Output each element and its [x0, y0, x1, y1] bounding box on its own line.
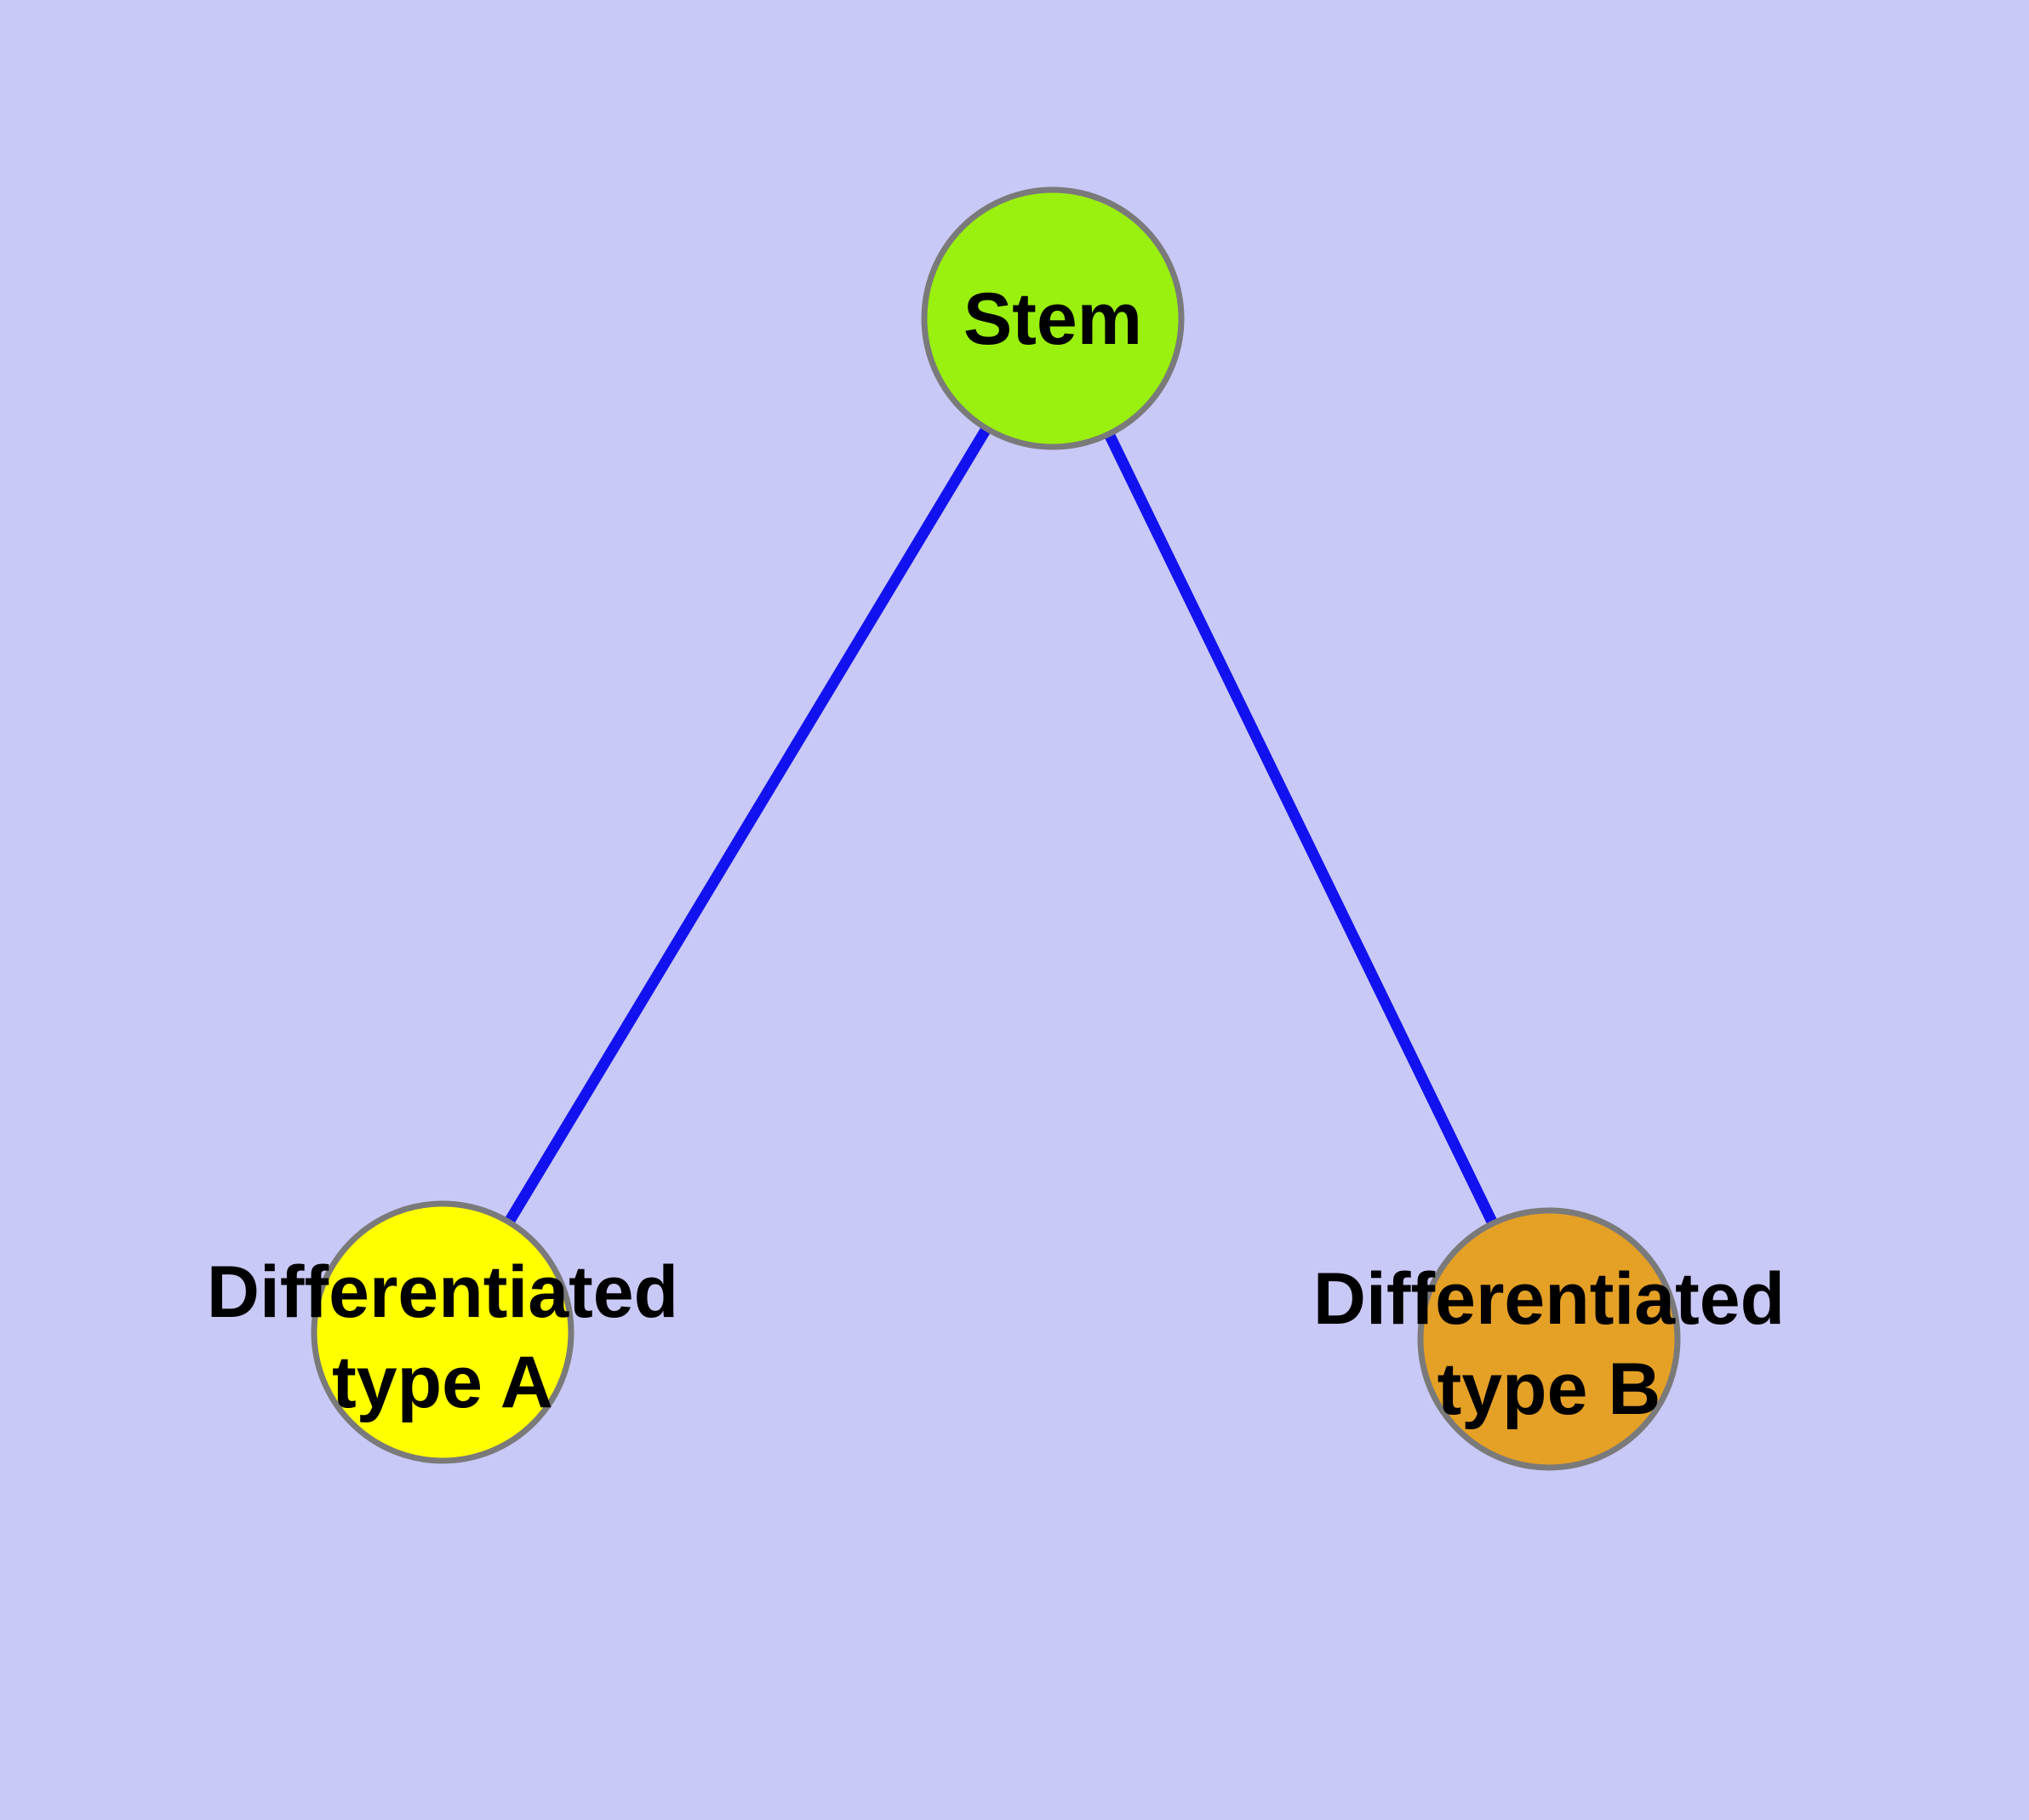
node-type-b-label-line2: type B — [1437, 1348, 1661, 1430]
edge-stem-to-type-b — [1048, 316, 1554, 1342]
node-stem-label: Stem — [963, 278, 1142, 360]
node-type-a-circle — [311, 1200, 574, 1464]
edge-stem-to-type-a — [437, 315, 1058, 1336]
node-type-a-label-line2: type A — [332, 1342, 553, 1423]
node-type-b-circle — [1417, 1207, 1681, 1471]
node-type-b-label-line1: Differentiated — [1313, 1258, 1785, 1340]
node-stem-circle — [921, 186, 1185, 450]
node-type-a-label-line1: Differentiated — [207, 1251, 678, 1333]
